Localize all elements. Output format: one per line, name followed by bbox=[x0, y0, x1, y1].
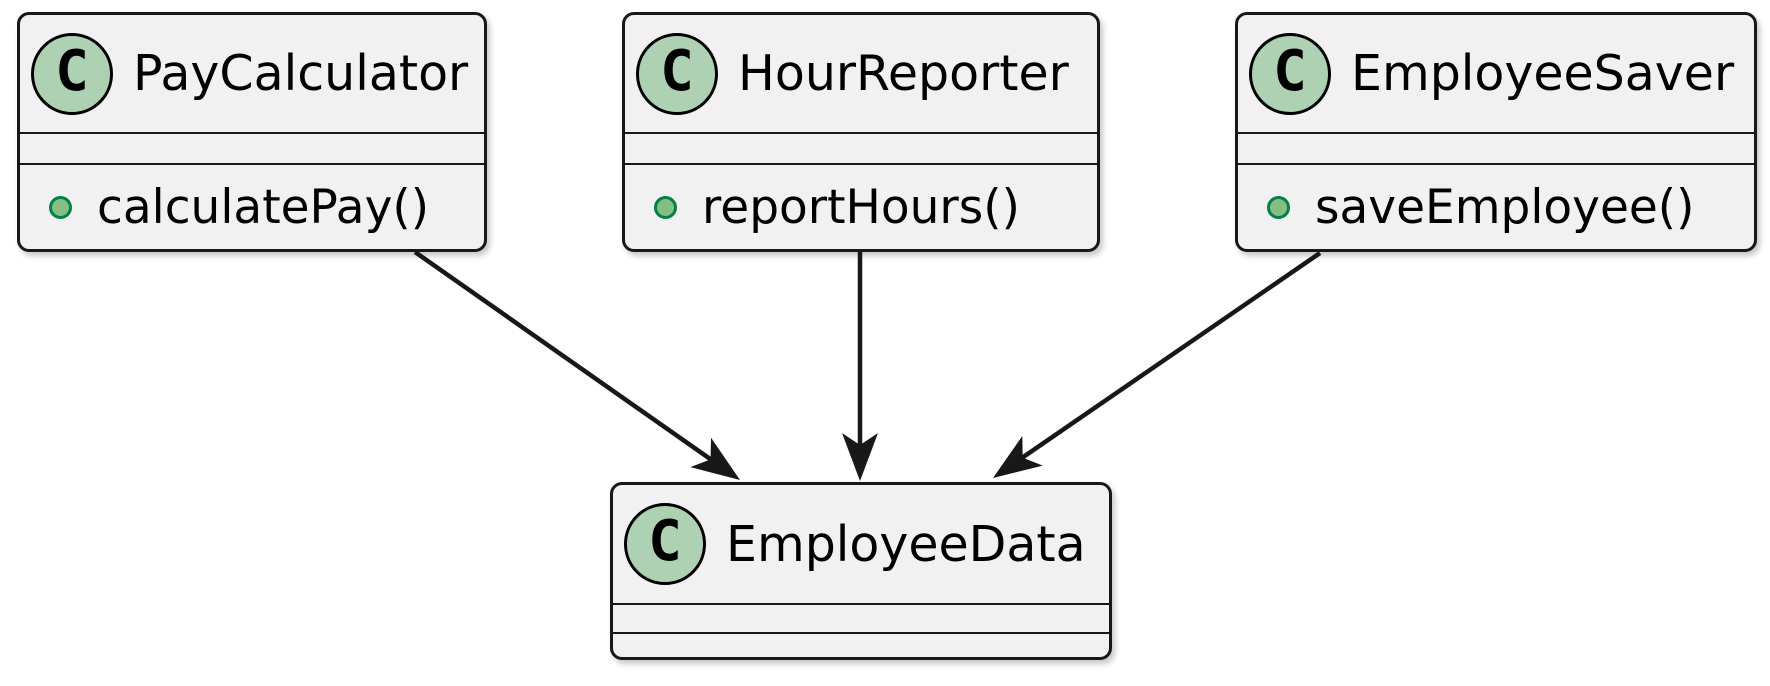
methods-compartment: reportHours() bbox=[625, 163, 1097, 249]
class-name: EmployeeData bbox=[726, 515, 1086, 573]
stereotype-letter: C bbox=[660, 38, 694, 104]
public-method-icon bbox=[654, 195, 677, 219]
stereotype-letter: C bbox=[1273, 38, 1307, 104]
class-box-employeesaver: C EmployeeSaver saveEmployee() bbox=[1235, 12, 1757, 252]
methods-compartment bbox=[613, 632, 1109, 657]
stereotype-letter: C bbox=[55, 38, 89, 104]
fields-compartment bbox=[20, 132, 484, 163]
class-name: EmployeeSaver bbox=[1351, 45, 1735, 102]
method-row: reportHours() bbox=[625, 180, 1097, 235]
methods-compartment: saveEmployee() bbox=[1238, 163, 1754, 249]
fields-compartment bbox=[1238, 132, 1754, 163]
method-name: calculatePay() bbox=[97, 179, 430, 235]
class-stereotype-icon: C bbox=[31, 32, 113, 115]
class-title-row: C PayCalculator bbox=[20, 15, 484, 132]
arrow-hourreporter-to-employeedata bbox=[842, 252, 878, 481]
class-box-paycalculator: C PayCalculator calculatePay() bbox=[17, 12, 487, 252]
method-row: calculatePay() bbox=[20, 180, 484, 235]
public-method-icon bbox=[49, 195, 72, 219]
methods-compartment: calculatePay() bbox=[20, 163, 484, 249]
class-title-row: C HourReporter bbox=[625, 15, 1097, 132]
method-name: reportHours() bbox=[702, 179, 1020, 235]
fields-compartment bbox=[625, 132, 1097, 163]
method-name: saveEmployee() bbox=[1315, 179, 1695, 235]
class-name: PayCalculator bbox=[133, 45, 469, 102]
class-title-row: C EmployeeSaver bbox=[1238, 15, 1754, 132]
fields-compartment bbox=[613, 603, 1109, 632]
class-box-hourreporter: C HourReporter reportHours() bbox=[622, 12, 1100, 252]
class-stereotype-icon: C bbox=[1249, 32, 1331, 115]
method-row: saveEmployee() bbox=[1238, 180, 1754, 235]
stereotype-letter: C bbox=[648, 509, 682, 574]
class-box-employeedata: C EmployeeData bbox=[610, 482, 1112, 660]
arrow-employeesaver-to-employeedata bbox=[993, 251, 1322, 478]
arrow-paycalculator-to-employeedata bbox=[413, 250, 740, 480]
class-name: HourReporter bbox=[738, 45, 1069, 102]
class-stereotype-icon: C bbox=[636, 32, 718, 115]
class-title-row: C EmployeeData bbox=[613, 485, 1109, 603]
class-stereotype-icon: C bbox=[624, 503, 706, 585]
public-method-icon bbox=[1267, 195, 1290, 219]
